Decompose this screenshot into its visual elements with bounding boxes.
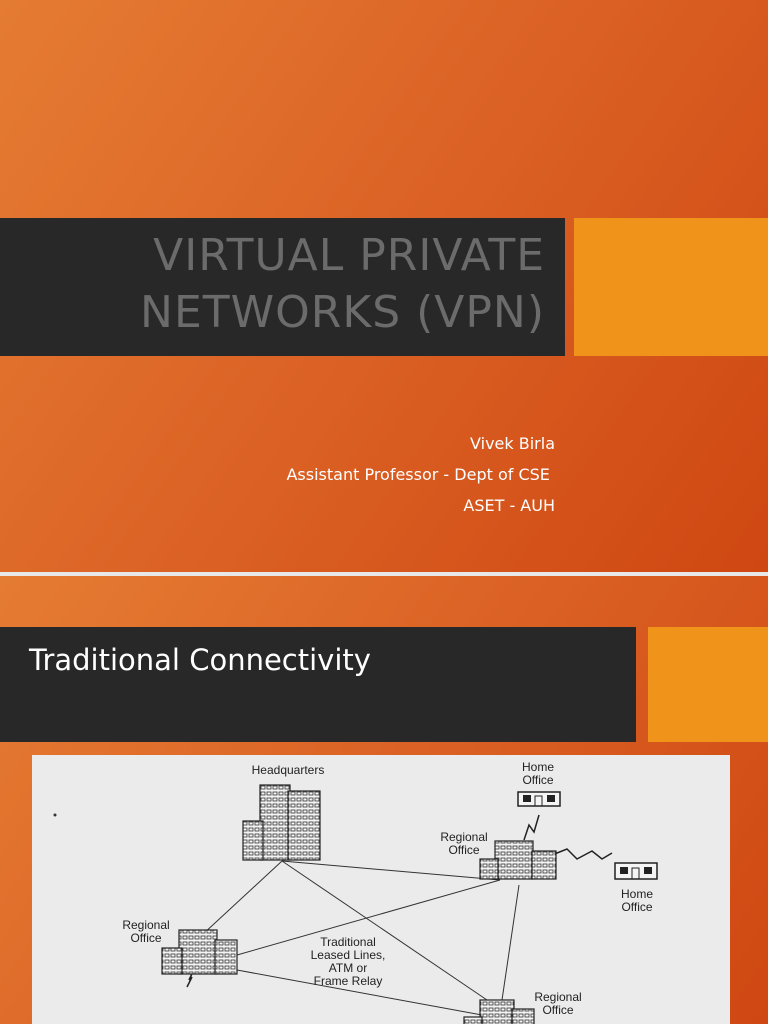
presentation-title: VIRTUAL PRIVATE NETWORKS (VPN) — [60, 227, 545, 341]
content-slide: Traditional Connectivity — [0, 576, 768, 1024]
author-name: Vivek Birla — [470, 434, 555, 453]
home-office-right-icon — [614, 862, 658, 880]
accent-box — [574, 218, 768, 356]
regional-office-top-label-2: Office — [448, 843, 479, 857]
author-block: Vivek Birla Assistant Professor - Dept o… — [286, 428, 555, 521]
network-diagram: Headquarters Home Office Regional Office — [32, 755, 730, 1024]
connection-lines — [201, 860, 520, 1016]
network-label-4: Frame Relay — [314, 974, 383, 988]
regional-office-top-label-1: Regional — [440, 830, 487, 844]
home-office-right-label-1: Home — [621, 887, 653, 901]
link-hq-regional-top — [281, 860, 501, 881]
regional-office-bottom-label-1: Regional — [534, 990, 581, 1004]
link-left-bottom — [236, 969, 483, 1016]
headquarters-building-icon — [242, 784, 321, 861]
dialup-link-top — [523, 814, 540, 841]
regional-office-top-icon — [479, 840, 557, 880]
network-label-2: Leased Lines, — [311, 948, 386, 962]
regional-office-bottom-icon — [463, 999, 535, 1024]
dialup-link-right — [551, 848, 613, 860]
title-slide: VIRTUAL PRIVATE NETWORKS (VPN) Vivek Bir… — [0, 0, 768, 572]
home-office-top-label-2: Office — [522, 773, 553, 787]
link-left-top — [236, 879, 501, 956]
link-hq-regional-bottom — [281, 860, 488, 1001]
stray-dot — [53, 813, 57, 817]
regional-office-left-label-2: Office — [130, 931, 161, 945]
network-label-3: ATM or — [329, 961, 367, 975]
regional-office-left-label-1: Regional — [122, 918, 169, 932]
home-office-top-label-1: Home — [522, 760, 554, 774]
home-office-right-label-2: Office — [621, 900, 652, 914]
accent-box — [648, 627, 768, 742]
title-line-1: VIRTUAL PRIVATE — [153, 230, 545, 281]
title-bar — [0, 218, 565, 356]
link-top-bottom — [501, 884, 520, 1001]
link-hq-regional-left — [201, 860, 283, 936]
home-office-top-icon — [517, 791, 561, 807]
title-bar — [0, 627, 636, 742]
slide-title: Traditional Connectivity — [29, 643, 371, 677]
author-position: Assistant Professor - Dept of CSE — [286, 465, 555, 484]
network-diagram-svg: Headquarters Home Office Regional Office — [53, 760, 658, 1024]
regional-office-bottom-label-2: Office — [542, 1003, 573, 1017]
headquarters-label: Headquarters — [252, 763, 325, 777]
network-label-1: Traditional — [320, 935, 376, 949]
title-line-2: NETWORKS (VPN) — [140, 287, 545, 338]
author-affiliation: ASET - AUH — [463, 496, 555, 515]
regional-office-left-icon — [161, 929, 238, 975]
